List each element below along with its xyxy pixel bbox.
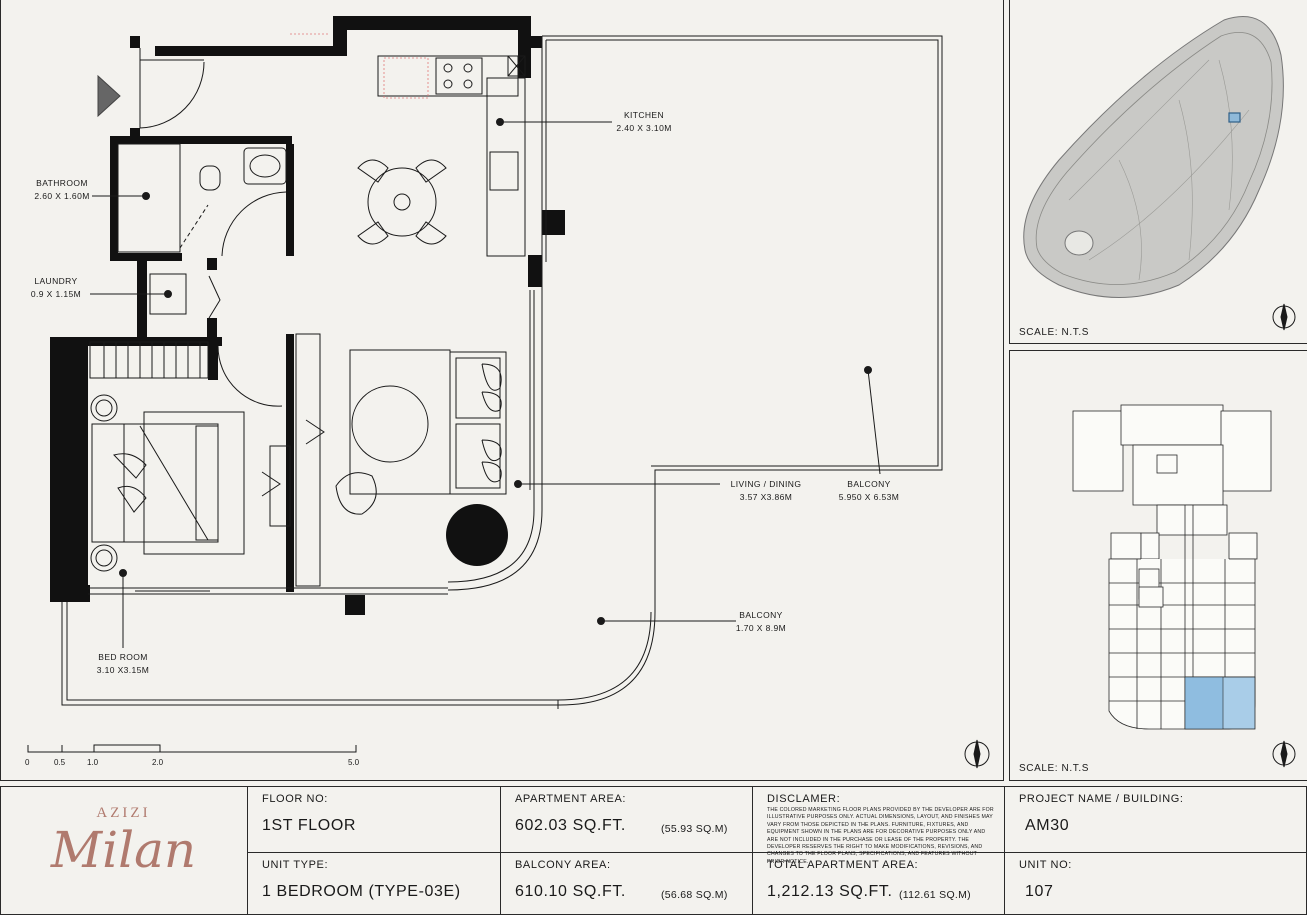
balcony-curve-label: BALCONY 1.70 X 8.9M [724,609,798,635]
floor-plan-frame [0,0,1004,781]
apartment-area-cell: APARTMENT AREA: 602.03 SQ.FT. (55.93 SQ.… [501,787,752,852]
balcony-area-label: BALCONY AREA: [515,859,611,871]
project-label: PROJECT NAME / BUILDING: [1019,793,1184,805]
balcony-main-label: BALCONY 5.950 X 6.53M [828,478,910,504]
floor-no-cell: FLOOR NO: 1ST FLOOR [248,787,500,852]
site-plan-frame [1009,0,1307,344]
scale-tick-2: 2.0 [152,758,164,767]
unit-type-label: UNIT TYPE: [262,859,329,871]
balcony-area-value: 610.10 SQ.FT. [515,883,626,900]
scale-tick-0-5: 0.5 [54,758,66,767]
kitchen-label: KITCHEN 2.40 X 3.10M [610,109,678,135]
unit-no-label: UNIT NO: [1019,859,1072,871]
laundry-name: LAUNDRY [34,276,78,286]
bathroom-name: BATHROOM [36,178,88,188]
living-name: LIVING / DINING [730,479,802,489]
unit-type-value: 1 BEDROOM (TYPE-03E) [262,883,461,900]
unit-type-cell: UNIT TYPE: 1 BEDROOM (TYPE-03E) [248,853,500,915]
balcony-curve-size: 1.70 X 8.9M [735,623,787,633]
bedroom-label: BED ROOM 3.10 X3.15M [86,651,160,677]
floor-no-value: 1ST FLOOR [262,817,357,834]
floor-plan-drawing [27,16,990,769]
bathroom-size: 2.60 X 1.60M [34,191,90,201]
scale-tick-5: 5.0 [348,758,360,767]
disclaimer-text: The colored marketing floor plans provid… [767,807,994,865]
key-plan-frame [1009,350,1307,781]
bedroom-name: BED ROOM [98,652,148,662]
site-plan-scale-label: SCALE: N.T.S [1019,327,1089,338]
laundry-size: 0.9 X 1.15M [30,289,82,299]
total-area-cell: TOTAL APARTMENT AREA: 1,212.13 SQ.FT. (1… [753,853,1004,915]
unit-no-cell: UNIT NO: 107 [1005,853,1307,915]
kitchen-size: 2.40 X 3.10M [616,123,672,133]
balcony-curve-name: BALCONY [739,610,783,620]
kitchen-name: KITCHEN [623,110,665,120]
total-area-sqm: (112.61 SQ.M) [899,889,971,901]
bedroom-size: 3.10 X3.15M [96,665,150,675]
total-area-value: 1,212.13 SQ.FT. [767,883,893,900]
key-plan-scale-label: SCALE: N.T.S [1019,763,1089,774]
floor-no-label: FLOOR NO: [262,793,328,805]
living-size: 3.57 X3.86M [739,492,793,502]
apartment-area-sqm: (55.93 SQ.M) [661,823,728,835]
total-area-label: TOTAL APARTMENT AREA: [767,859,919,871]
balcony-main-size: 5.950 X 6.53M [838,492,900,502]
brand-script: Milan [50,821,197,879]
disclaimer-label: DISCLAMER: [767,793,841,805]
bathroom-label: BATHROOM 2.60 X 1.60M [26,177,98,203]
project-cell: PROJECT NAME / BUILDING: AM30 [1005,787,1307,852]
unit-no-value: 107 [1025,883,1054,900]
apartment-area-value: 602.03 SQ.FT. [515,817,626,834]
scale-tick-1: 1.0 [87,758,99,767]
laundry-label: LAUNDRY 0.9 X 1.15M [22,275,90,301]
site-plan-highlight [1228,112,1241,123]
balcony-main-name: BALCONY [847,479,891,489]
balcony-area-cell: BALCONY AREA: 610.10 SQ.FT. (56.68 SQ.M) [501,853,752,915]
brand-top: AZIZI [96,805,151,821]
living-label: LIVING / DINING 3.57 X3.86M [718,478,814,504]
project-value: AM30 [1025,817,1070,834]
balcony-area-sqm: (56.68 SQ.M) [661,889,728,901]
apartment-area-label: APARTMENT AREA: [515,793,627,805]
scale-tick-0: 0 [25,758,30,767]
site-plan-map [1023,16,1296,331]
key-plan-map [1072,404,1296,768]
brand-logo: AZIZI Milan [0,787,247,914]
disclaimer-cell: DISCLAMER: The colored marketing floor p… [753,787,1004,865]
